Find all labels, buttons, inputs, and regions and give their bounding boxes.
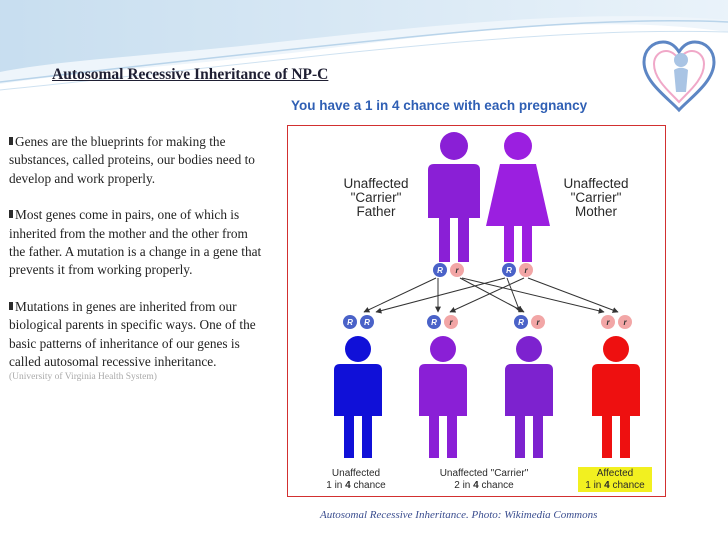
child4-allele-1: r xyxy=(606,318,610,327)
mother-label-line1: Unaffected xyxy=(563,176,628,191)
citation: (University of Virginia Health System) xyxy=(9,372,157,383)
child1-allele-2: R xyxy=(364,318,370,327)
mother-label-line2: "Carrier" xyxy=(571,190,622,205)
bullet-list: Genes are the blueprints for making the … xyxy=(9,133,267,383)
father-figure xyxy=(428,132,480,262)
header-wave-decoration xyxy=(0,0,728,91)
figure-caption: Autosomal Recessive Inheritance. Photo: … xyxy=(320,509,598,521)
mother-figure xyxy=(486,132,550,262)
child23-label-line2: 2 in 4 chance xyxy=(454,480,514,491)
child23-label-line1: Unaffected "Carrier" xyxy=(440,468,529,479)
heart-logo xyxy=(642,40,716,113)
allele-arrows xyxy=(363,277,619,314)
bullet-marker-icon xyxy=(9,301,13,310)
bullet-text: Most genes come in pairs, one of which i… xyxy=(9,207,262,278)
child4-allele-2: r xyxy=(623,318,627,327)
child4-figure xyxy=(592,336,640,458)
father-allele-2: r xyxy=(455,266,459,275)
child3-allele-2: r xyxy=(536,318,540,327)
bullet-marker-icon xyxy=(9,137,13,145)
bullet-text: Genes are the blueprints for making the … xyxy=(9,134,255,186)
child2-figure xyxy=(419,336,467,458)
child2-allele-2: r xyxy=(449,318,453,327)
bullet-text: Mutations in genes are inherited from ou… xyxy=(9,298,256,370)
slide-title: Autosomal Recessive Inheritance of NP-C xyxy=(52,66,329,83)
child4-label-line2: 1 in 4 chance xyxy=(585,480,645,491)
child1-label-line1: Unaffected xyxy=(332,468,380,479)
bullet-marker-icon xyxy=(9,210,13,219)
father-label-line3: Father xyxy=(356,204,396,219)
bullet-item: Most genes come in pairs, one of which i… xyxy=(9,206,267,280)
child1-label-line2: 1 in 4 chance xyxy=(326,480,386,491)
child4-label-line1: Affected xyxy=(597,468,634,479)
bullet-item: Genes are the blueprints for making the … xyxy=(9,133,267,188)
child3-figure xyxy=(505,336,553,458)
mother-label-line3: Mother xyxy=(575,204,618,219)
child1-figure xyxy=(334,336,382,458)
father-label-line1: Unaffected xyxy=(343,176,408,191)
child2-allele-1: R xyxy=(431,318,437,327)
inheritance-diagram: Unaffected "Carrier" Father Unaffected "… xyxy=(287,125,666,497)
father-allele-1: R xyxy=(437,266,443,275)
bullet-item: Mutations in genes are inherited from ou… xyxy=(9,298,267,372)
child1-allele-1: R xyxy=(347,318,353,327)
child3-allele-1: R xyxy=(518,318,524,327)
slide-subtitle: You have a 1 in 4 chance with each pregn… xyxy=(291,98,588,113)
mother-allele-2: r xyxy=(524,266,528,275)
father-label-line2: "Carrier" xyxy=(351,190,402,205)
mother-allele-1: R xyxy=(506,266,512,275)
